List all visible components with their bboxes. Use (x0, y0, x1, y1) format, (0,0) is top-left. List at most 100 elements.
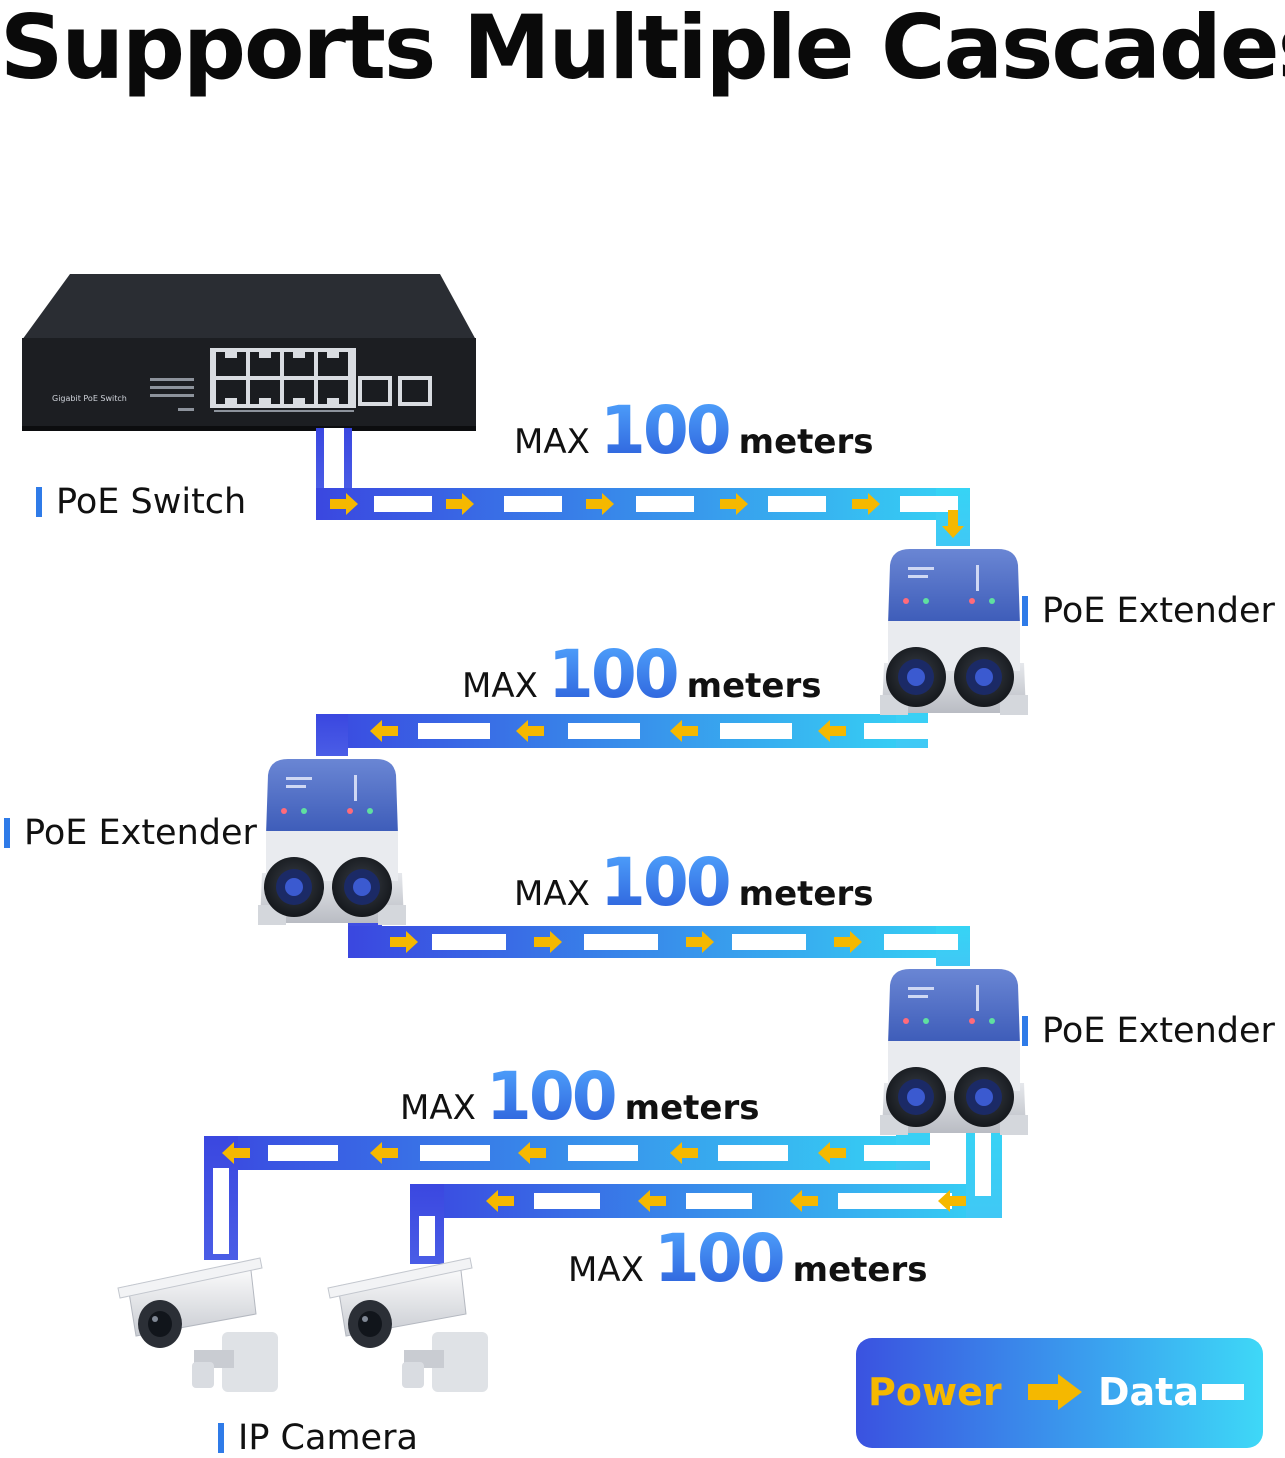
extender-housing (888, 969, 1020, 1045)
switch-panel-text: Gigabit PoE Switch (52, 394, 127, 403)
extender-label: PoE Extender (1022, 591, 1275, 631)
distance-value: 100 (599, 392, 732, 469)
distance-prefix: MAX (400, 1088, 476, 1128)
power-arrow (790, 1190, 818, 1212)
distance-value: 100 (547, 636, 680, 713)
power-arrow (818, 1142, 846, 1164)
label-marker (36, 487, 42, 517)
data-dash (864, 1145, 934, 1161)
status-led (903, 1018, 909, 1024)
data-dash (374, 496, 432, 512)
label-marker (218, 1423, 224, 1453)
mounting-ear (378, 905, 406, 925)
ip-camera (117, 1257, 278, 1392)
legend-data-label: Data (1098, 1370, 1199, 1414)
extender-housing (888, 549, 1020, 625)
distance-prefix: MAX (568, 1250, 644, 1290)
power-arrow (518, 1142, 546, 1164)
mount-joint (192, 1362, 214, 1388)
power-arrow (638, 1190, 666, 1212)
extender-label-text: PoE Extender (1042, 591, 1275, 631)
extender-label-text: PoE Extender (24, 813, 257, 853)
data-dash (886, 1193, 952, 1209)
power-arrow (534, 931, 562, 953)
power-arrow-icon (1028, 1374, 1082, 1410)
distance-prefix: MAX (514, 874, 590, 914)
power-arrow (834, 931, 862, 953)
distance-value: 100 (653, 1220, 786, 1297)
label-marker (4, 818, 10, 848)
data-dash (568, 1145, 638, 1161)
distance-unit: meters (792, 1250, 928, 1290)
power-arrow (370, 720, 398, 742)
power-arrow (720, 493, 748, 515)
extender-label: PoE Extender (1022, 1011, 1275, 1051)
status-led (903, 598, 909, 604)
data-dash (432, 934, 506, 950)
mounting-ear (1000, 695, 1028, 715)
data-dash (900, 496, 958, 512)
status-led (281, 808, 287, 814)
legend: Power Data (856, 1338, 1263, 1448)
distance-value: 100 (599, 844, 732, 921)
data-dash (884, 934, 958, 950)
poe-extender (880, 969, 1028, 1135)
data-dash (636, 496, 694, 512)
status-led (301, 808, 307, 814)
status-led (969, 598, 975, 604)
data-dash (584, 934, 658, 950)
label-marker (1022, 1016, 1028, 1046)
power-arrow (670, 720, 698, 742)
status-led (969, 1018, 975, 1024)
data-dash (504, 496, 562, 512)
data-dash (768, 496, 826, 512)
extender-label-text: PoE Extender (1042, 1011, 1275, 1051)
power-arrow (486, 1190, 514, 1212)
power-arrow (370, 1142, 398, 1164)
power-arrow (586, 493, 614, 515)
switch-top (22, 274, 476, 340)
mount-joint (402, 1362, 424, 1388)
status-led (989, 598, 995, 604)
data-dash (268, 1145, 338, 1161)
poe-switch: Gigabit PoE Switch (22, 274, 476, 431)
data-dash (418, 723, 490, 739)
distance-unit: meters (686, 666, 822, 706)
distance-value: 100 (485, 1058, 618, 1135)
status-led (367, 808, 373, 814)
data-dash (720, 723, 792, 739)
poe-extender (880, 549, 1028, 715)
status-led (923, 1018, 929, 1024)
power-arrow (330, 493, 358, 515)
switch-label: PoE Switch (36, 482, 246, 522)
status-led (923, 598, 929, 604)
switch-port-block (210, 348, 432, 412)
status-led (347, 808, 353, 814)
power-arrow (516, 720, 544, 742)
mounting-ear (1000, 1115, 1028, 1135)
wall-mount (222, 1332, 278, 1392)
extender-label: PoE Extender (4, 813, 257, 853)
power-arrow (938, 1190, 966, 1212)
data-dash (420, 1145, 490, 1161)
power-arrow (446, 493, 474, 515)
data-dash (864, 723, 936, 739)
power-arrow (942, 510, 964, 538)
camera-label: IP Camera (218, 1418, 418, 1458)
sun-shield (117, 1257, 263, 1299)
distance-unit: meters (624, 1088, 760, 1128)
poe-extender (258, 759, 406, 925)
distance-prefix: MAX (462, 666, 538, 706)
sun-shield (327, 1257, 473, 1299)
ip-camera (327, 1257, 488, 1392)
distance-unit: meters (738, 422, 874, 462)
power-arrow (686, 931, 714, 953)
data-dashes (268, 496, 958, 1209)
power-arrow (390, 931, 418, 953)
power-arrow (852, 493, 880, 515)
